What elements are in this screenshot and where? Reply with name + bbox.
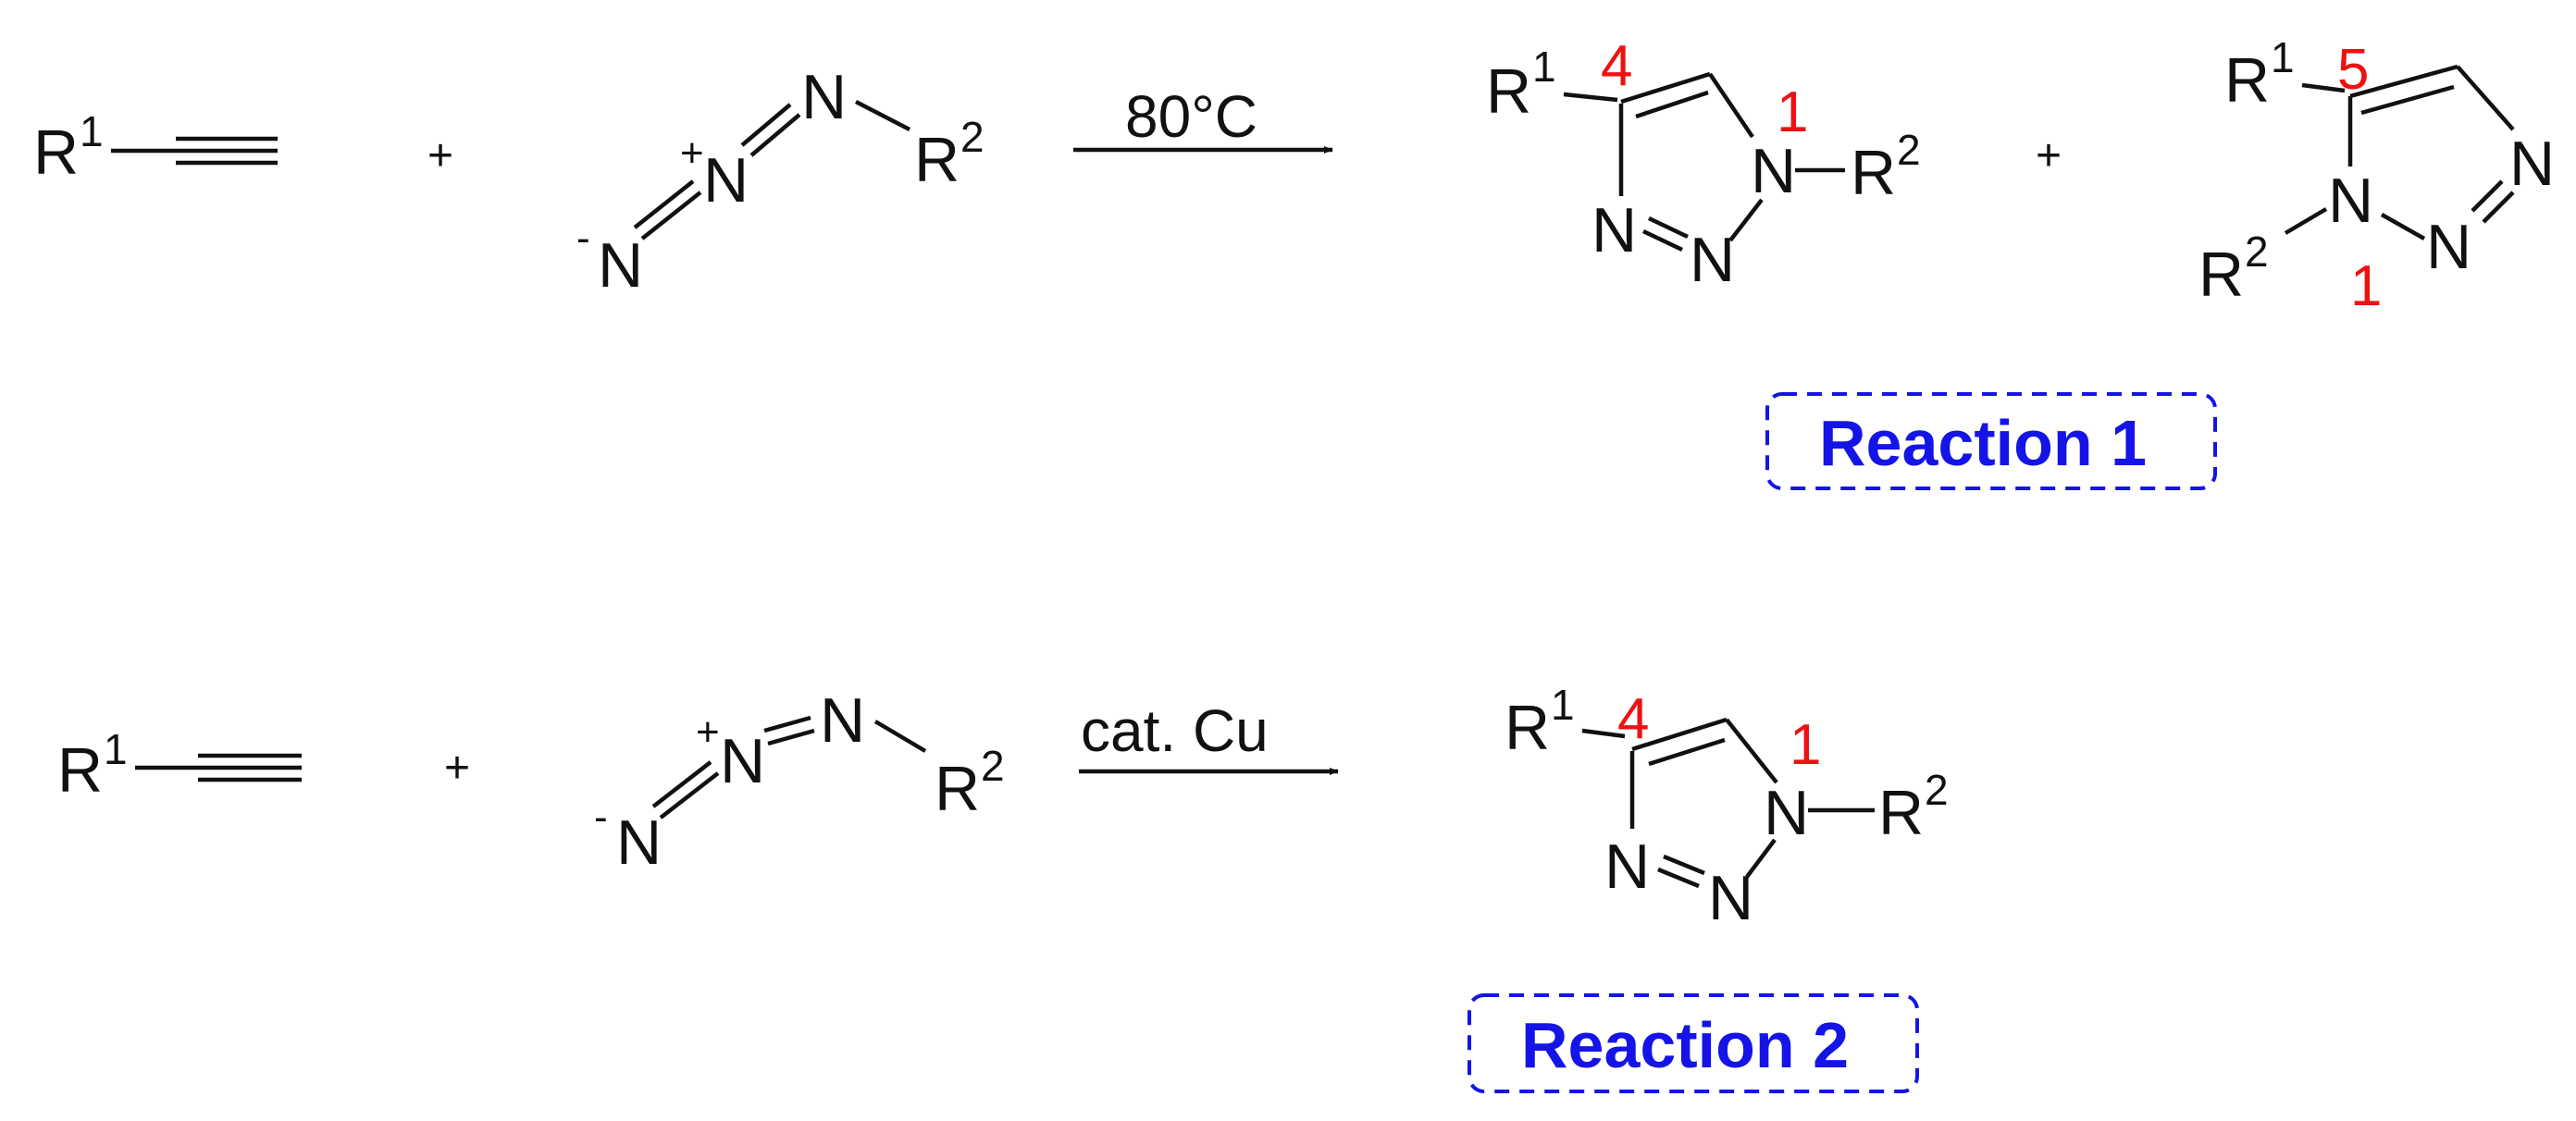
plus-sign: + (427, 131, 453, 180)
n3-n2-double-bond (2471, 179, 2504, 213)
azide-terminal-nitrogen: N (598, 230, 643, 301)
product-r2-superscript: 2 (1897, 126, 1921, 174)
n3-n2-double-bond (1648, 216, 1689, 240)
c4-n3-bond (2456, 65, 2515, 131)
label-text: Reaction 1 (1819, 407, 2147, 479)
c4-c5-bond (1620, 71, 1711, 105)
azide-center-nitrogen: N (703, 145, 749, 216)
label-frame (1765, 392, 2217, 490)
product-r1-superscript: 1 (1532, 43, 1556, 91)
reaction-arrow: 80°C (1073, 83, 1333, 154)
locant-1: 1 (1777, 80, 1808, 144)
reaction-2-label: Reaction 2 (1468, 993, 1919, 1093)
alkyne-reactant: R 1 (57, 725, 302, 806)
reaction-2: R 1 + - N + N N R 2 cat. Cu R (57, 681, 1949, 1093)
azide-terminal-nitrogen: N (616, 807, 662, 878)
alkyne-r-label: R (57, 735, 103, 806)
product-r2-label: R (2198, 240, 2244, 310)
azide-double-bond-line (763, 715, 811, 733)
azide-terminal-charge: - (594, 795, 608, 840)
product-r1-label: R (2224, 45, 2270, 116)
reaction-1-label: Reaction 1 (1765, 392, 2217, 490)
product-1-4-triazole: R 1 4 1 N R 2 N N (1505, 681, 1949, 933)
locant-4: 4 (1601, 34, 1632, 98)
product-r1-superscript: 1 (2271, 33, 2295, 81)
locant-1: 1 (1790, 713, 1821, 777)
alkyne-r-label: R (33, 117, 79, 188)
c5-n1-bond (1725, 718, 1778, 784)
arrow-condition: cat. Cu (1081, 697, 1269, 764)
azide-r-superscript: 2 (960, 113, 985, 161)
c4-r1-bond (1581, 728, 1626, 739)
azide-terminal-charge: - (576, 216, 590, 261)
product-r2-superscript: 2 (1925, 766, 1949, 814)
locant-1: 1 (2350, 254, 2382, 318)
product-n2: N (1690, 225, 1735, 295)
azide-reactant: - N + N N R 2 (576, 62, 985, 301)
alkyne-r-superscript: 1 (104, 725, 128, 773)
c4-r1-bond (1563, 92, 1618, 103)
azide-center-charge: + (680, 130, 704, 176)
azide-n-r-bond (873, 720, 927, 753)
plus-sign: + (2036, 131, 2062, 180)
azide-reactant: - N + N N R 2 (594, 685, 1005, 878)
azide-double-bond-line (651, 760, 712, 808)
label-text: Reaction 2 (1521, 1009, 1849, 1081)
product-n3: N (1604, 832, 1650, 902)
azide-center-nitrogen: N (720, 726, 765, 796)
azide-r-superscript: 2 (981, 742, 1005, 790)
product-n3: N (1591, 195, 1637, 265)
arrow-condition: 80°C (1125, 83, 1257, 150)
product-n1: N (1764, 778, 1809, 848)
product-r1-superscript: 1 (1551, 681, 1575, 729)
product-1-4-triazole: R 1 4 1 N R 2 N N (1486, 34, 1921, 295)
n2-n1-bond (2380, 213, 2426, 240)
c5-c4-bond (2349, 64, 2458, 99)
product-n1: N (2328, 166, 2373, 236)
product-r1-label: R (1505, 693, 1550, 763)
azide-double-bond-line (749, 113, 801, 157)
c5-n1-bond (1708, 72, 1754, 139)
c4-c5-bond (1631, 717, 1728, 752)
alkyne-r-superscript: 1 (80, 107, 104, 155)
azide-double-bond-line (740, 103, 792, 147)
product-n2: N (2426, 212, 2471, 282)
c4-c5-double-bond (1648, 737, 1726, 767)
product-r1-label: R (1486, 56, 1531, 127)
c5-r1-bond (2301, 82, 2346, 93)
plus-sign: + (444, 744, 470, 793)
product-n3: N (2509, 129, 2555, 199)
azide-double-bond-line (659, 771, 720, 819)
product-r2-label: R (1878, 778, 1924, 848)
label-frame (1468, 993, 1919, 1093)
n2-n1-bond (1745, 838, 1777, 879)
product-n2: N (1708, 863, 1753, 933)
n3-n2-double-bond (1663, 854, 1705, 876)
azide-double-bond-line (767, 728, 815, 746)
n2-n1-bond (1728, 198, 1764, 242)
product-1-5-triazole: R 1 5 N N N 1 R 2 (2198, 33, 2555, 318)
locant-4: 4 (1617, 687, 1649, 751)
c4-c5-double-bond (1635, 90, 1709, 119)
product-n1: N (1751, 136, 1796, 206)
n3-n2-double-bond (1642, 228, 1683, 253)
azide-center-charge: + (696, 709, 720, 755)
azide-double-bond-line (640, 191, 702, 240)
c5-c4-double-bond (2360, 84, 2455, 116)
reaction-1: R 1 + - N + N N R 2 80°C (33, 33, 2555, 490)
azide-r-label: R (935, 754, 980, 824)
azide-double-bond-line (633, 179, 695, 229)
reaction-arrow: cat. Cu (1079, 697, 1339, 775)
azide-n-r-bond (854, 100, 911, 131)
azide-inner-nitrogen: N (801, 62, 847, 132)
n3-n2-double-bond (1657, 867, 1700, 889)
n3-n2-double-bond (2482, 191, 2515, 224)
n1-r2-bond (2284, 207, 2328, 235)
azide-r-label: R (914, 125, 960, 195)
alkyne-reactant: R 1 (33, 107, 278, 188)
product-r2-label: R (1851, 138, 1896, 208)
product-r2-superscript: 2 (2245, 228, 2269, 276)
azide-inner-nitrogen: N (820, 685, 865, 756)
